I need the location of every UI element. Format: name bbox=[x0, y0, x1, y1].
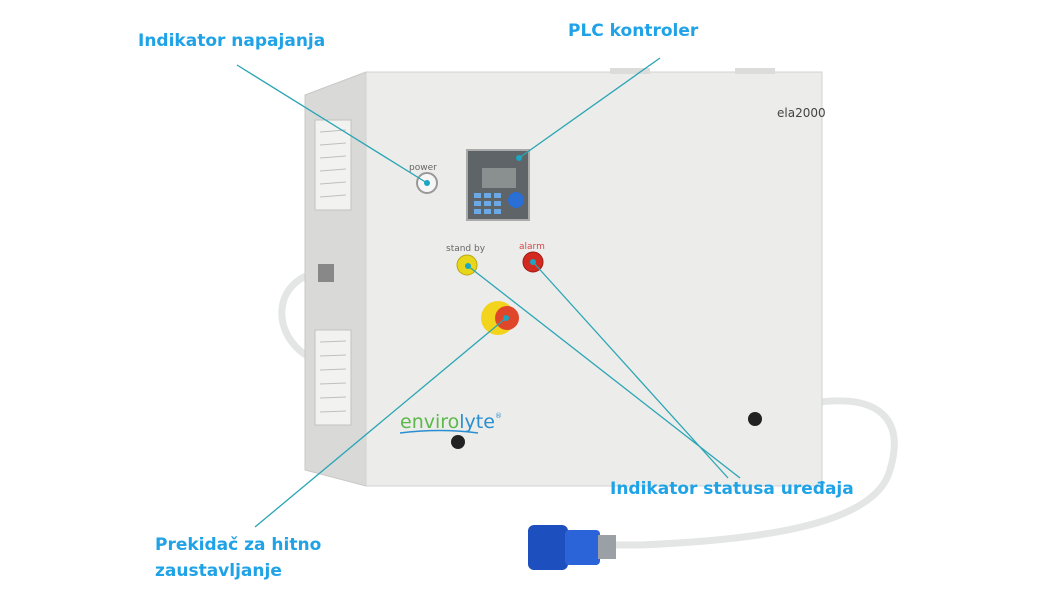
brand-logo: envirolyte® bbox=[400, 411, 502, 433]
callout-status-indicator: Indikator statusa uređaja bbox=[610, 479, 854, 499]
power-cable bbox=[600, 397, 898, 549]
vent-grille-top bbox=[314, 119, 352, 211]
model-label: ela2000 bbox=[777, 106, 826, 120]
callout-power-indicator: Indikator napajanja bbox=[138, 31, 326, 51]
cabinet-front bbox=[365, 71, 823, 487]
blue-plug bbox=[528, 525, 616, 570]
plc-controller bbox=[466, 149, 530, 221]
cable-gland bbox=[318, 264, 334, 282]
power-label: power bbox=[409, 163, 437, 173]
standby-label: stand by bbox=[446, 244, 486, 254]
cable-port-right bbox=[748, 412, 762, 426]
cable-port-left bbox=[451, 435, 465, 449]
callout-emergency-line1: Prekidač za hitno bbox=[155, 535, 322, 555]
alarm-label: alarm bbox=[519, 242, 545, 252]
callout-plc-controller: PLC kontroler bbox=[568, 21, 699, 41]
callout-emergency-line2: zaustavljanje bbox=[155, 561, 282, 581]
callout-emergency-stop: Prekidač za hitno zaustavljanje bbox=[155, 532, 321, 584]
leader-lines bbox=[236, 57, 741, 528]
vent-grille-bottom bbox=[314, 329, 352, 426]
